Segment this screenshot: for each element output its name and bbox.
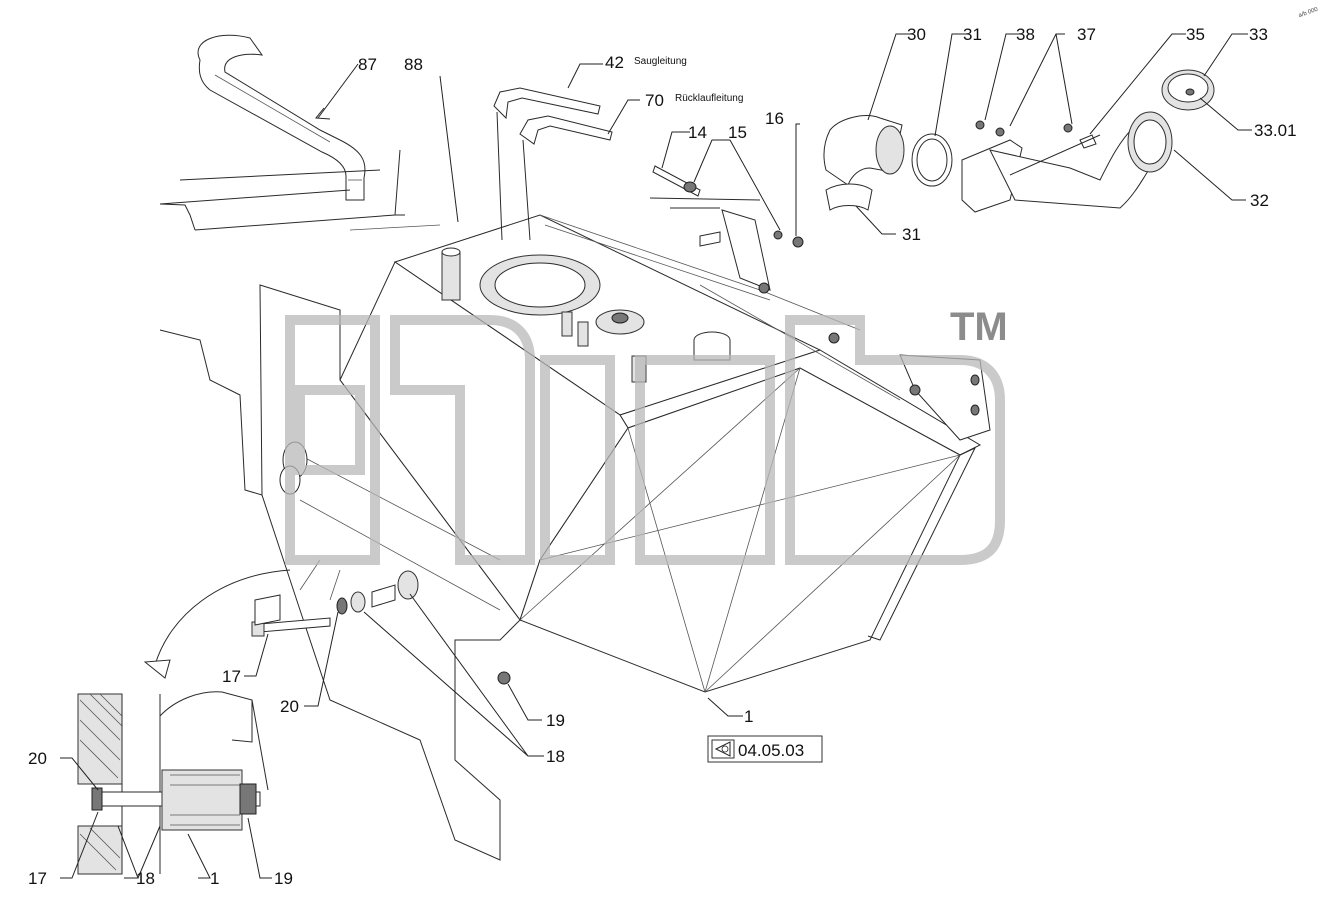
callout-16: 16 bbox=[765, 109, 784, 128]
label-ruecklaufleitung: Rücklaufleitung bbox=[675, 93, 743, 104]
detail-view bbox=[77, 691, 269, 875]
mounting-hardware bbox=[251, 559, 511, 685]
trademark-text: TM bbox=[950, 305, 1008, 349]
reference-link[interactable]: 04.05.03 bbox=[707, 735, 823, 763]
callout-17: 17 bbox=[222, 667, 241, 686]
detail-arrow-head bbox=[143, 659, 171, 679]
callout-32: 32 bbox=[1250, 191, 1269, 210]
bolts-upper bbox=[649, 165, 804, 248]
callout-31-top: 31 bbox=[963, 25, 982, 44]
callout-42: 42 bbox=[605, 53, 624, 72]
callout-37: 37 bbox=[1077, 25, 1096, 44]
reference-page-number: 04.05.03 bbox=[738, 741, 804, 760]
callout-15: 15 bbox=[728, 123, 747, 142]
detail-callout-1: 1 bbox=[210, 869, 219, 888]
detail-callout-17: 17 bbox=[28, 869, 47, 888]
callout-labels: 87 88 42 Saugleitung 70 Rücklaufleitung … bbox=[28, 25, 1297, 888]
detail-callout-20: 20 bbox=[28, 749, 47, 768]
corner-code: a/b 000 bbox=[1298, 6, 1319, 19]
callout-33-01: 33.01 bbox=[1254, 121, 1297, 140]
fuel-lines bbox=[493, 87, 613, 241]
callout-30: 30 bbox=[907, 25, 926, 44]
callout-18: 18 bbox=[546, 747, 565, 766]
label-saugleitung: Saugleitung bbox=[634, 56, 687, 67]
hose-87 bbox=[159, 34, 441, 231]
detail-arrow bbox=[154, 569, 291, 666]
callout-38: 38 bbox=[1016, 25, 1035, 44]
leader-lines bbox=[60, 33, 1252, 879]
fuel-tank bbox=[159, 169, 991, 861]
callout-88: 88 bbox=[404, 55, 423, 74]
callout-19: 19 bbox=[546, 711, 565, 730]
callout-20: 20 bbox=[280, 697, 299, 716]
callout-87: 87 bbox=[358, 55, 377, 74]
callout-14: 14 bbox=[688, 123, 707, 142]
detail-callout-19: 19 bbox=[274, 869, 293, 888]
callout-33: 33 bbox=[1249, 25, 1268, 44]
detail-callout-18: 18 bbox=[136, 869, 155, 888]
callout-1: 1 bbox=[744, 707, 753, 726]
callout-35: 35 bbox=[1186, 25, 1205, 44]
filler-neck-assembly bbox=[823, 69, 1215, 213]
callout-31-lower: 31 bbox=[902, 225, 921, 244]
watermark-logo: TM bbox=[285, 305, 1008, 565]
callout-70: 70 bbox=[645, 91, 664, 110]
